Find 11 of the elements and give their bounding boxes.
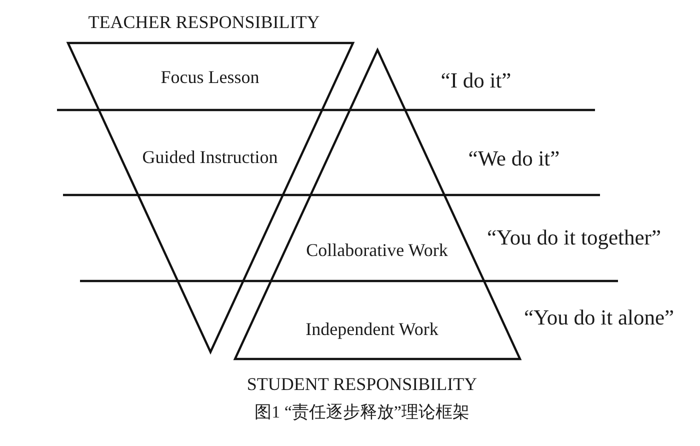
figure-caption: 图1 “责任逐步释放”理论框架 [254, 404, 470, 420]
quote-label: “I do it” [440, 70, 512, 92]
quote-label: “You do it together” [487, 227, 661, 249]
triangle-heading: STUDENT RESPONSIBILITY [246, 375, 478, 393]
stage-label: Focus Lesson [160, 68, 260, 86]
quote-label: “You do it alone” [524, 307, 674, 329]
stage-label: Guided Instruction [142, 148, 278, 166]
stage-label: Independent Work [306, 320, 438, 338]
stage-label: Collaborative Work [306, 241, 448, 259]
quote-label: “We do it” [468, 148, 560, 170]
triangle-heading: TEACHER RESPONSIBILITY [88, 13, 320, 31]
